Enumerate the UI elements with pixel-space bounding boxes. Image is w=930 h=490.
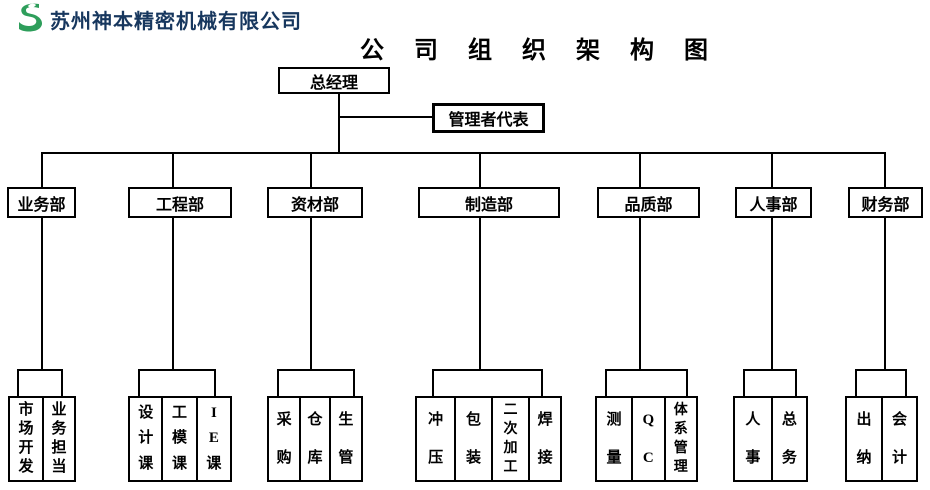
chart-title: 公 司 组 织 架 构 图 bbox=[360, 38, 720, 64]
dept-stem-line bbox=[884, 218, 886, 370]
unit-group-hr: 人事 总务 bbox=[733, 396, 808, 482]
dept-box-manufacturing: 制造部 bbox=[418, 187, 560, 218]
unit-group-finance: 出纳 会计 bbox=[845, 396, 918, 482]
unit-group-sales: 市场开发 业务担当 bbox=[8, 396, 76, 482]
general-manager-box: 总经理 bbox=[278, 67, 390, 94]
unit-box: 总务 bbox=[772, 396, 808, 482]
unit-box: 采购 bbox=[267, 396, 302, 482]
dept-stem-line bbox=[172, 218, 174, 370]
dept-drop-line bbox=[172, 154, 174, 188]
dept-stem-line bbox=[639, 218, 641, 370]
gm-drop-line bbox=[338, 94, 340, 154]
dept-stem-line bbox=[41, 218, 43, 370]
dept-drop-line bbox=[884, 154, 886, 188]
unit-bracket bbox=[605, 369, 688, 396]
dept-box-engineering: 工程部 bbox=[128, 187, 232, 218]
dept-drop-line bbox=[639, 154, 641, 188]
company-logo-icon bbox=[19, 3, 43, 32]
unit-box: 冲压 bbox=[415, 396, 457, 482]
dept-box-sales: 业务部 bbox=[7, 187, 76, 218]
unit-box: 业务担当 bbox=[43, 396, 76, 482]
dept-stem-line bbox=[310, 218, 312, 370]
company-name: 苏州神本精密机械有限公司 bbox=[50, 11, 302, 33]
main-distribution-line bbox=[41, 152, 886, 154]
dept-box-quality: 品质部 bbox=[597, 187, 700, 218]
unit-box: 出纳 bbox=[845, 396, 883, 482]
unit-box: 仓库 bbox=[301, 396, 331, 482]
dept-stem-line bbox=[479, 218, 481, 370]
dept-box-finance: 财务部 bbox=[848, 187, 923, 218]
unit-box: 生管 bbox=[330, 396, 363, 482]
unit-box: 工模课 bbox=[163, 396, 198, 482]
dept-box-materials: 资材部 bbox=[267, 187, 363, 218]
unit-box: 市场开发 bbox=[8, 396, 44, 482]
unit-box: 设计课 bbox=[128, 396, 164, 482]
unit-bracket bbox=[432, 369, 543, 396]
unit-bracket bbox=[138, 369, 216, 396]
dept-drop-line bbox=[310, 154, 312, 188]
dept-drop-line bbox=[771, 154, 773, 188]
unit-bracket bbox=[17, 369, 63, 396]
management-representative-box: 管理者代表 bbox=[432, 103, 545, 133]
unit-box: 体系管理 bbox=[665, 396, 698, 482]
dept-drop-line bbox=[479, 154, 481, 188]
unit-box: 焊接 bbox=[530, 396, 563, 482]
dept-stem-line bbox=[771, 218, 773, 370]
unit-box: 人事 bbox=[733, 396, 773, 482]
unit-bracket bbox=[743, 369, 797, 396]
unit-group-materials: 采购 仓库 生管 bbox=[267, 396, 363, 482]
rep-connector-line bbox=[340, 116, 432, 118]
dept-drop-line bbox=[41, 154, 43, 188]
unit-bracket bbox=[855, 369, 907, 396]
unit-group-manufacturing: 冲压 包装 二次加工 焊接 bbox=[415, 396, 563, 482]
dept-box-hr: 人事部 bbox=[735, 187, 812, 218]
unit-box: 会计 bbox=[882, 396, 918, 482]
unit-box: 包装 bbox=[456, 396, 493, 482]
unit-bracket bbox=[277, 369, 355, 396]
unit-box: 二次加工 bbox=[492, 396, 531, 482]
unit-box: 测量 bbox=[595, 396, 634, 482]
